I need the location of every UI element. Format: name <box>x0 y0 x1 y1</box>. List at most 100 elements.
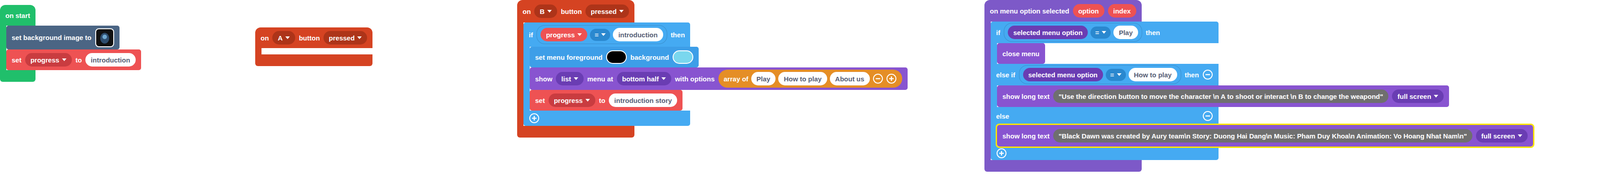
string-pill: About us <box>829 71 870 86</box>
block-label: set <box>535 96 546 105</box>
compare-block: selected menu option= How to play <box>1019 65 1182 85</box>
if-block: ifprogress=introductionthenset menu fore… <box>523 22 691 126</box>
block-label: to <box>598 96 606 105</box>
block-label: How to play <box>1134 70 1172 79</box>
operator-dropdown: = <box>1090 26 1111 39</box>
statement-block: show long text"Use the direction button … <box>997 85 1450 107</box>
dropdown-caret <box>1101 31 1107 34</box>
add-button <box>886 73 897 85</box>
block-label: then <box>1145 28 1161 37</box>
block-label: show <box>535 75 553 83</box>
statement-block: show long text"Black Dawn was created by… <box>997 124 1534 147</box>
event-block: on menu option selectedoptionindex if sele… <box>984 0 1142 172</box>
block-mouth: show long text"Use the direction button … <box>997 85 1219 107</box>
block-label: introduction story <box>614 96 672 105</box>
statement-block: set menu foreground background <box>529 46 699 68</box>
block-row: else ifselected menu option=How to playt… <box>990 63 1219 86</box>
block-label: index <box>1113 7 1131 15</box>
string-pill: Play <box>1113 25 1139 40</box>
block-row: close menu <box>997 43 1046 64</box>
dropdown-caret <box>619 9 624 13</box>
block-label: set menu foreground <box>535 53 603 62</box>
operator-dropdown: = <box>589 28 611 41</box>
variable-dropdown: progress <box>548 93 596 107</box>
block-label: About us <box>835 75 865 83</box>
operator-dropdown: = <box>1105 68 1126 81</box>
block-row <box>990 146 1219 160</box>
block-label: show long text <box>1002 92 1050 101</box>
statement-block: set progress to introduction story <box>529 89 683 111</box>
block-label: progress <box>554 96 583 105</box>
block-label: Play <box>756 75 771 83</box>
block-row: onAbuttonpressed <box>255 27 373 49</box>
long-string-pill: "Use the direction button to move the ch… <box>1053 89 1389 103</box>
block-row: show list menu at bottom half with options ar… <box>529 67 908 90</box>
block-row: show long text"Black Dawn was created by… <box>997 124 1534 147</box>
statement-block: set background image to <box>6 25 120 50</box>
block-cap <box>517 125 635 138</box>
block-label: else <box>996 112 1010 120</box>
color-swatch <box>606 50 627 64</box>
dropdown-caret <box>285 36 290 40</box>
block-row: ifselected menu option=Playthen <box>990 21 1219 44</box>
dropdown-caret <box>1116 73 1122 76</box>
block-label: array of <box>723 75 749 83</box>
statement-block: close menu <box>997 43 1046 64</box>
block-label: button <box>560 7 582 16</box>
block-label: else if <box>996 70 1016 79</box>
block-label: Play <box>1118 28 1133 37</box>
block-label: bottom half <box>622 75 660 83</box>
reporter-pill: selected menu option <box>1023 67 1104 82</box>
block-mouth: show long text"Black Dawn was created by… <box>997 124 1219 147</box>
block-cap <box>984 159 1142 172</box>
block-mouth: ifprogress=introductionthenset menu fore… <box>523 22 635 126</box>
block-cap <box>255 54 373 67</box>
block-label: introduction <box>618 31 658 39</box>
block-mouth: close menu <box>997 43 1219 64</box>
block-label: pressed <box>328 34 355 42</box>
block-label: full screen <box>1481 132 1516 140</box>
block-row <box>523 110 691 126</box>
dropdown-caret <box>1517 134 1523 138</box>
block-label: show long text <box>1002 132 1050 140</box>
block-label: introduction <box>90 56 130 64</box>
button-dropdown: B <box>534 4 558 18</box>
mode-dropdown: full screen <box>1391 89 1444 103</box>
block-label: A <box>277 34 283 42</box>
block-label: menu at <box>587 75 614 83</box>
event-block: on startset background image tosetprogre… <box>0 4 36 82</box>
parameter-pill: index <box>1108 4 1137 18</box>
event-block: onAbuttonpressed <box>255 27 373 67</box>
statement-block: show list menu at bottom half with options ar… <box>529 67 908 90</box>
string-pill: introduction <box>85 53 136 67</box>
block-label: on <box>522 7 531 16</box>
block-label: to <box>75 56 82 64</box>
block-label: if <box>996 28 1001 37</box>
block-label: close menu <box>1002 49 1040 58</box>
block-label: How to play <box>783 75 822 83</box>
block-row: show long text"Use the direction button … <box>997 85 1450 107</box>
compare-block: selected menu option=Play <box>1003 22 1143 42</box>
block-label: background <box>630 53 670 62</box>
add-button <box>996 147 1007 159</box>
string-pill: How to play <box>1128 67 1178 82</box>
block-label: if <box>528 31 533 39</box>
variable-dropdown: progress <box>25 53 72 67</box>
block-label: with options <box>674 75 715 83</box>
block-label: = <box>594 31 599 39</box>
block-label: progress <box>30 56 60 64</box>
remove-button <box>872 73 884 85</box>
block-label: list <box>561 75 572 83</box>
mode-dropdown: full screen <box>1475 128 1528 143</box>
block-row: set menu foreground background <box>529 46 699 68</box>
block-label: = <box>1094 28 1100 37</box>
block-label: button <box>298 34 320 42</box>
long-string-pill: "Black Dawn was created by Aury team\n S… <box>1053 128 1473 143</box>
dropdown-caret <box>547 9 552 13</box>
dropdown-caret <box>585 98 590 102</box>
block-row: else <box>990 106 1219 125</box>
block-mouth: set background image tosetprogresstointr… <box>6 25 36 71</box>
statement-block: setprogresstointroduction <box>6 49 142 71</box>
block-row: on menu option selectedoptionindex <box>984 0 1142 22</box>
